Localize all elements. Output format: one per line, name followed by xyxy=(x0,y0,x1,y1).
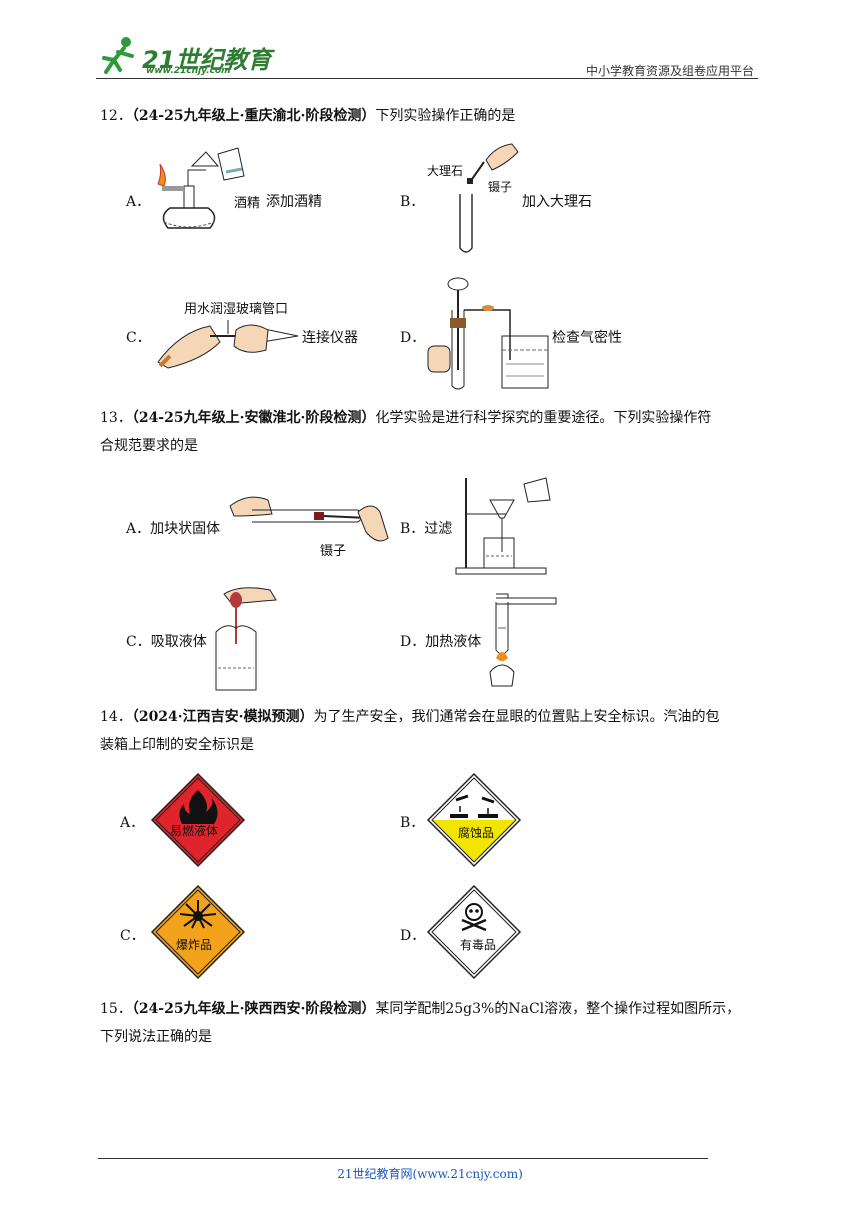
explosion-icon xyxy=(150,884,246,980)
flammable-label: 易燃液体 xyxy=(170,824,219,838)
header: 21世纪教育 www.21cnjy.com 中小学教育资源及组卷应用平台 xyxy=(0,0,860,80)
skull-crossbones-icon xyxy=(426,884,522,980)
footer-text: 21世纪教育网(www.21cnjy.com) xyxy=(337,1167,523,1181)
q12-a-label-alcohol: 酒精 xyxy=(234,196,261,211)
logo-text: 21世纪教育 xyxy=(142,46,272,74)
dropper-figure xyxy=(215,587,277,691)
corrosive-label: 腐蚀品 xyxy=(458,826,495,840)
q14-option-a[interactable]: A． xyxy=(120,815,145,831)
heat-liquid-figure xyxy=(489,593,557,687)
flammable-liquid-sign: 易燃液体 xyxy=(150,772,246,868)
test-tube-tweezers-figure xyxy=(459,143,519,253)
q13-a-label-tweezers: 镊子 xyxy=(320,544,347,559)
filtration-figure xyxy=(455,477,551,575)
explosive-sign: 爆炸品 xyxy=(150,884,246,980)
q12-d-desc: 检查气密性 xyxy=(552,330,622,346)
q12-b-label-tweezers: 镊子 xyxy=(488,180,513,194)
corrosive-sign: 腐蚀品 xyxy=(426,772,522,868)
q13-option-b[interactable]: B．过滤 xyxy=(400,521,453,537)
q12-b-desc: 加入大理石 xyxy=(522,194,592,210)
logo-runner-icon xyxy=(102,37,134,74)
connect-apparatus-figure xyxy=(157,320,299,369)
corrosion-icon xyxy=(426,772,522,868)
q14-option-d[interactable]: D． xyxy=(400,928,426,944)
explosive-label: 爆炸品 xyxy=(176,938,213,952)
question-12-stem: 12．（24-25九年级上·重庆渝北·阶段检测）下列实验操作正确的是 xyxy=(100,108,516,124)
q12-option-d[interactable]: D． xyxy=(400,330,426,346)
q14-option-c[interactable]: C． xyxy=(120,928,145,944)
q14-option-b[interactable]: B． xyxy=(400,815,425,831)
platform-name: 中小学教育资源及组卷应用平台 xyxy=(585,64,754,78)
flame-icon xyxy=(150,772,246,868)
question-14-stem: 14．（2024·江西吉安·模拟预测）为了生产安全，我们通常会在显眼的位置贴上安… xyxy=(100,709,720,753)
q12-a-desc: 添加酒精 xyxy=(266,194,322,210)
q13-option-d[interactable]: D．加热液体 xyxy=(400,634,482,650)
logo-url: www.21cnjy.com xyxy=(146,66,231,76)
q13-option-c[interactable]: C．吸取液体 xyxy=(126,634,207,650)
add-solid-figure xyxy=(229,496,389,542)
q12-option-b[interactable]: B． xyxy=(400,194,425,210)
toxic-sign: 有毒品 xyxy=(426,884,522,980)
question-15-stem: 15．（24-25九年级上·陕西西安·阶段检测）某同学配制25g3%的NaCl溶… xyxy=(100,1001,741,1045)
question-13-stem: 13．（24-25九年级上·安徽淮北·阶段检测）化学实验是进行科学探究的重要途径… xyxy=(100,410,712,454)
q12-option-c[interactable]: C． xyxy=(126,330,151,346)
footer-rule xyxy=(98,1158,708,1159)
toxic-label: 有毒品 xyxy=(460,938,497,952)
q12-option-a[interactable]: A． xyxy=(126,194,151,210)
q12-c-label-wet: 用水润湿玻璃管口 xyxy=(184,302,289,317)
q13-option-a[interactable]: A．加块状固体 xyxy=(126,521,221,537)
airtightness-check-figure xyxy=(427,277,549,390)
header-rule xyxy=(96,78,758,79)
q12-c-desc: 连接仪器 xyxy=(302,330,358,346)
q12-b-label-marble: 大理石 xyxy=(427,164,464,178)
alcohol-lamp-figure xyxy=(157,147,245,229)
